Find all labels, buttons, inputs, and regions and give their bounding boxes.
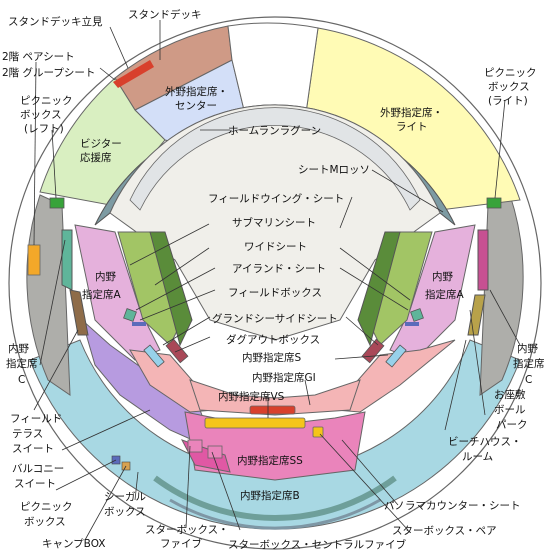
label-balcony-2: スイート: [14, 478, 56, 490]
label-zashiki-3: パーク: [496, 419, 528, 431]
label-submarine: サブマリンシート: [232, 216, 316, 229]
dugout-right-marker: [385, 344, 407, 368]
label-panorama-counter: パノラマカウンター・シート: [384, 500, 521, 512]
label-beach-house-2: ルーム: [462, 451, 493, 463]
label-stand-deck-standing: スタンドデッキ立見: [8, 15, 103, 28]
label-visitor-2: 応援席: [80, 151, 112, 164]
label-picnic-left-1: ピクニック: [20, 95, 73, 107]
label-infield-c-left-2: 指定席: [6, 357, 38, 370]
label-outfield-right-2: ライト: [396, 121, 428, 133]
label-infield-gi: 内野指定席GI: [252, 371, 316, 384]
label-group: スタンドデッキ立見 スタンドデッキ 2階 ペアシート 2階 グループシート ピク…: [2, 8, 545, 551]
label-visitor-1: ビジター: [80, 138, 122, 150]
label-picnic-box-1: ピクニック: [20, 501, 73, 513]
label-picnic-right-1: ピクニック: [484, 67, 537, 79]
label-star-box-five-1: スターボックス・: [145, 524, 229, 536]
label-infield-c-right-2: 指定席: [513, 357, 545, 370]
label-star-box-central: スターボックス・セントラルファイブ: [228, 538, 407, 551]
label-field-terrace-2: テラス: [12, 428, 43, 440]
left-side-strip-outer: [61, 229, 73, 291]
field-box-left: [132, 322, 146, 326]
label-field-wing: フィールドウイング・シート: [208, 192, 344, 205]
field-interior: [109, 104, 441, 341]
label-infield-a-left-1: 内野: [95, 270, 116, 283]
infield-c-right-block: [479, 194, 524, 396]
island-left-marker: [123, 308, 137, 322]
label-outfield-right-1: 外野指定席・: [380, 106, 443, 119]
label-outfield-center-2: センター: [175, 100, 217, 112]
label-field-terrace-1: フィールド: [10, 413, 62, 425]
infield-a-left: [74, 224, 161, 361]
callout-lines: [33, 20, 521, 541]
label-island: アイランド・シート: [232, 263, 326, 275]
label-stand-deck: スタンドデッキ: [128, 8, 202, 21]
label-balcony-1: バルコニー: [12, 463, 64, 475]
label-infield-a-right-2: 指定席A: [425, 288, 464, 301]
label-infield-a-left-2: 指定席A: [82, 288, 121, 301]
label-picnic-right-2: ボックス: [488, 81, 530, 93]
label-infield-c-left-3: C: [18, 374, 25, 386]
label-dugout-box: ダグアウトボックス: [226, 333, 320, 346]
label-field-box: フィールドボックス: [228, 287, 322, 299]
label-zashiki-2: ボール: [494, 404, 526, 416]
dugout-left-marker: [143, 344, 165, 368]
label-infield-vs: 内野指定席VS: [218, 390, 285, 403]
label-infield-c-left-1: 内野: [8, 342, 29, 355]
field-box-right: [405, 322, 419, 326]
darkgreen-right: [357, 231, 401, 347]
label-seagull-1: シーガル: [104, 491, 146, 503]
label-picnic-right-3: (ライト): [488, 95, 528, 107]
home-run-lagoon-band: [129, 107, 421, 211]
pair-seat-2f-marker: [27, 244, 41, 276]
label-picnic-left-2: ボックス: [20, 109, 62, 121]
star-box-central-arc: [169, 498, 381, 530]
label-camp-box: キャンプBOX: [42, 538, 106, 550]
label-star-box-pair: スターボックス・ペア: [392, 525, 497, 537]
label-zashiki-1: お座敷: [494, 388, 526, 401]
label-picnic-box-2: ボックス: [24, 516, 66, 528]
picnic-right-marker: [486, 197, 502, 209]
label-pair-seat-2f: 2階 ペアシート: [2, 51, 75, 63]
label-group-seat-2f: 2階 グループシート: [2, 66, 95, 79]
label-grand-seaside: グランドシーサイドシート: [212, 312, 338, 325]
label-infield-b: 内野指定席B: [240, 489, 300, 502]
label-infield-ss: 内野指定席SS: [237, 454, 303, 467]
infield-a-right: [389, 224, 476, 361]
label-seagull-2: ボックス: [104, 506, 146, 518]
label-beach-house-1: ビーチハウス・: [448, 436, 522, 448]
island-right-marker: [410, 308, 424, 322]
infield-gi-stripe: [249, 405, 296, 415]
picnic-left-marker: [49, 197, 65, 209]
label-outfield-center-1: 外野指定席・: [165, 85, 228, 98]
darkgreen-left: [149, 231, 193, 347]
pink-box-right: [207, 445, 223, 459]
infield-vs-stripe: [204, 417, 306, 429]
infield-b-arc: [153, 475, 397, 521]
label-infield-a-right-1: 内野: [432, 270, 453, 283]
label-seat-m-lotte: シートMロッソ: [298, 164, 370, 176]
stand-deck-standing-strip: [113, 60, 154, 88]
label-infield-s: 内野指定席S: [242, 351, 301, 364]
label-wide: ワイドシート: [244, 241, 307, 253]
label-star-box-five-2: ファイブ: [160, 537, 202, 550]
label-picnic-left-3: (レフト): [24, 123, 64, 135]
label-infield-c-right-1: 内野: [517, 342, 538, 355]
label-home-run-lagoon: ホームランラグーン: [228, 124, 321, 137]
infield-bottom-center: [189, 379, 361, 416]
right-side-strip-pink: [477, 229, 489, 291]
label-infield-c-right-3: C: [525, 374, 532, 386]
infield-right-lower: [334, 339, 456, 413]
left-side-strip-brown: [69, 289, 89, 336]
label-field-terrace-3: スイート: [12, 443, 54, 455]
pink-box-left: [187, 439, 203, 453]
